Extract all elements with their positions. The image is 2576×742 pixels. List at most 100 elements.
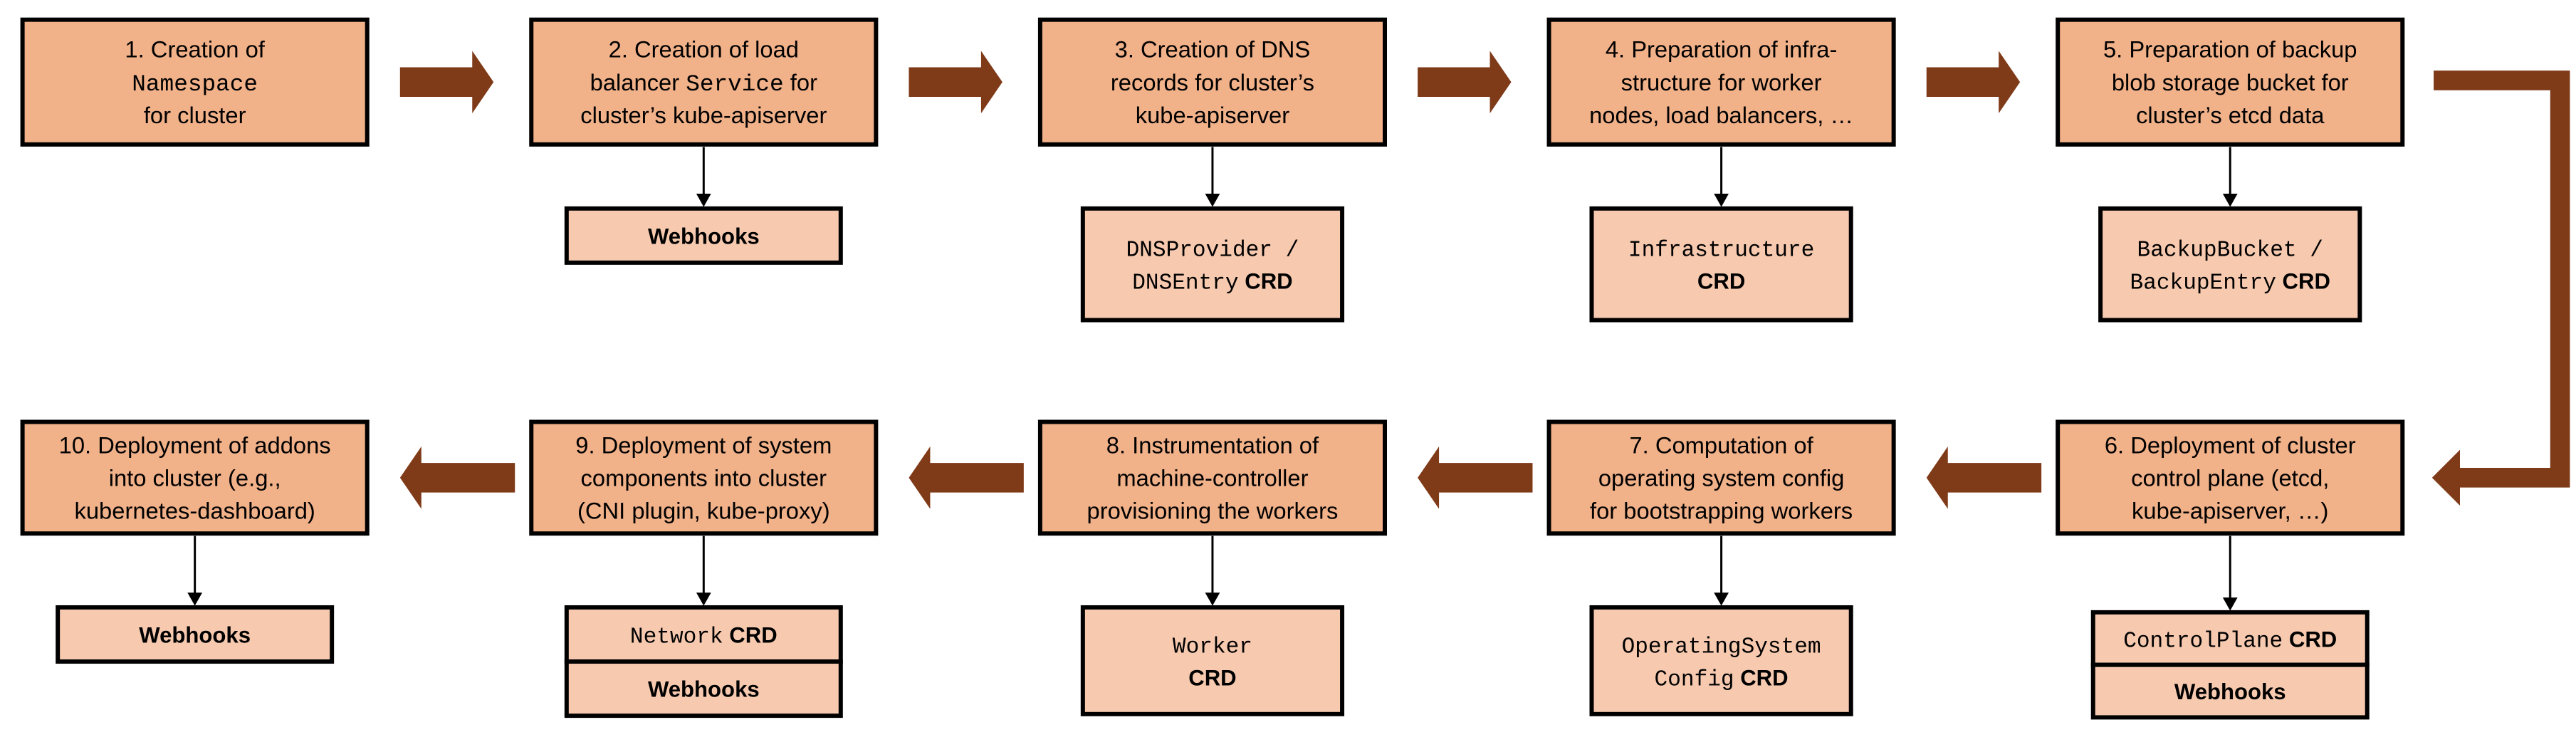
label-text: 4. Preparation of infra- — [1606, 36, 1838, 63]
label-text: structure for worker — [1621, 69, 1822, 95]
text-line: kubernetes-dashboard) — [75, 497, 315, 523]
text-line: CRD — [1188, 665, 1236, 690]
left-arrow-icon — [909, 446, 1024, 509]
arrowhead-icon — [2222, 194, 2238, 207]
text-line: Webhooks — [139, 623, 251, 648]
label-text: CRD — [1188, 665, 1236, 690]
label-text: Webhooks — [648, 677, 760, 702]
text-line: 8. Instrumentation of — [1106, 432, 1319, 458]
label-text: cluster’s etcd data — [2136, 102, 2325, 128]
label-text: operating system config — [1598, 464, 1845, 491]
arrowhead-icon — [1714, 592, 1729, 606]
code-term: BackupBucket / — [2137, 239, 2323, 263]
resource-box-frame — [2098, 206, 2362, 323]
text-line: 7. Computation of — [1629, 432, 1813, 458]
text-line: structure for worker — [1621, 69, 1822, 95]
step-box — [2056, 419, 2405, 536]
label-text: for bootstrapping workers — [1590, 497, 1853, 523]
code-term: DNSProvider / — [1126, 239, 1299, 263]
code-term: Infrastructure — [1628, 239, 1814, 263]
label-text: Webhooks — [2174, 679, 2286, 704]
step-box — [1546, 17, 1896, 147]
label-text: provisioning the workers — [1087, 497, 1339, 523]
label-text: 1. Creation of — [125, 36, 265, 63]
text-line: blob storage bucket for — [2112, 69, 2349, 95]
label-text: CRD — [723, 623, 777, 648]
resource-box: Webhooks — [2090, 662, 2370, 720]
text-line: DNSProvider / — [1126, 239, 1299, 263]
text-line: 3. Creation of DNS — [1115, 36, 1311, 63]
text-line: 10. Deployment of addons — [59, 432, 331, 458]
label-text: Webhooks — [648, 224, 760, 249]
text-line: operating system config — [1598, 464, 1845, 491]
text-line: Infrastructure — [1628, 239, 1814, 263]
left-arrow-icon — [399, 446, 515, 509]
resource-box-frame — [56, 605, 335, 664]
step-2: 2. Creation of load balancer Service for c… — [529, 17, 879, 265]
text-line: machine-controller — [1116, 464, 1308, 491]
label-text: kubernetes-dashboard) — [75, 497, 315, 523]
arrowhead-icon — [2222, 597, 2238, 611]
label-text: Webhooks — [139, 623, 251, 648]
label-text: CRD — [2283, 627, 2337, 652]
resource-box: Webhooks — [564, 206, 843, 265]
text-line: kube-apiserver, …) — [2132, 497, 2328, 523]
text-line: Webhooks — [648, 224, 760, 249]
text-line: balancer Service for — [590, 69, 817, 98]
label-text: 7. Computation of — [1629, 432, 1813, 458]
resource-box-frame — [564, 659, 843, 719]
text-line: 1. Creation of — [125, 36, 265, 63]
step-box — [20, 17, 370, 147]
step-8: 8. Instrumentation of machine-controller p… — [1037, 419, 1388, 716]
label-text: 5. Preparation of backup — [2103, 36, 2357, 63]
text-line: Config CRD — [1655, 665, 1789, 692]
text-line: DNSEntry CRD — [1132, 269, 1292, 296]
text-line: Worker — [1173, 634, 1252, 659]
right-arrow-icon — [909, 51, 1002, 114]
text-line: control plane (etcd, — [2131, 464, 2329, 491]
right-arrow-icon — [1926, 51, 2021, 114]
arrowhead-icon — [696, 592, 711, 606]
resource-box: Network CRD — [564, 605, 843, 664]
step-5: 5. Preparation of backup blob storage buc… — [2056, 17, 2405, 323]
label-text: blob storage bucket for — [2112, 69, 2349, 95]
text-line: (CNI plugin, kube-proxy) — [577, 497, 830, 523]
code-term: ControlPlane — [2123, 629, 2283, 654]
label-text: 9. Deployment of system — [575, 432, 832, 458]
text-line: for bootstrapping workers — [1590, 497, 1853, 523]
text-line: nodes, load balancers, … — [1589, 102, 1853, 128]
text-line: OperatingSystem — [1622, 634, 1821, 659]
left-arrow-icon — [1418, 446, 1533, 509]
text-line: kube-apiserver — [1136, 102, 1290, 128]
code-term: DNSEntry — [1132, 271, 1238, 296]
step-box — [20, 419, 370, 536]
resource-box-frame — [564, 206, 843, 265]
step-box — [1037, 17, 1388, 147]
label-text: 10. Deployment of addons — [59, 432, 331, 458]
label-text: 2. Creation of load — [609, 36, 799, 63]
arrowhead-icon — [187, 592, 203, 606]
label-text: for — [784, 69, 817, 95]
code-term: Config — [1655, 667, 1734, 692]
resource-box: ControlPlane CRD — [2090, 610, 2370, 667]
text-line: into cluster (e.g., — [109, 464, 281, 491]
step-box — [529, 17, 879, 147]
text-line: CRD — [1697, 269, 1745, 294]
resource-box-frame — [564, 605, 843, 664]
arrowhead-icon — [1205, 592, 1220, 606]
text-line: for cluster — [144, 102, 246, 128]
elbow-arrow-icon — [2431, 70, 2570, 506]
text-line: 6. Deployment of cluster — [2105, 432, 2356, 458]
resource-box-frame — [2090, 610, 2370, 667]
label-text: CRD — [1734, 665, 1789, 690]
step-4: 4. Preparation of infra-structure for wo… — [1546, 17, 1896, 323]
label-text: kube-apiserver, …) — [2132, 497, 2328, 523]
label-text: cluster’s kube-apiserver — [580, 102, 827, 128]
text-line: cluster’s kube-apiserver — [580, 102, 827, 128]
step-box — [2056, 17, 2405, 147]
